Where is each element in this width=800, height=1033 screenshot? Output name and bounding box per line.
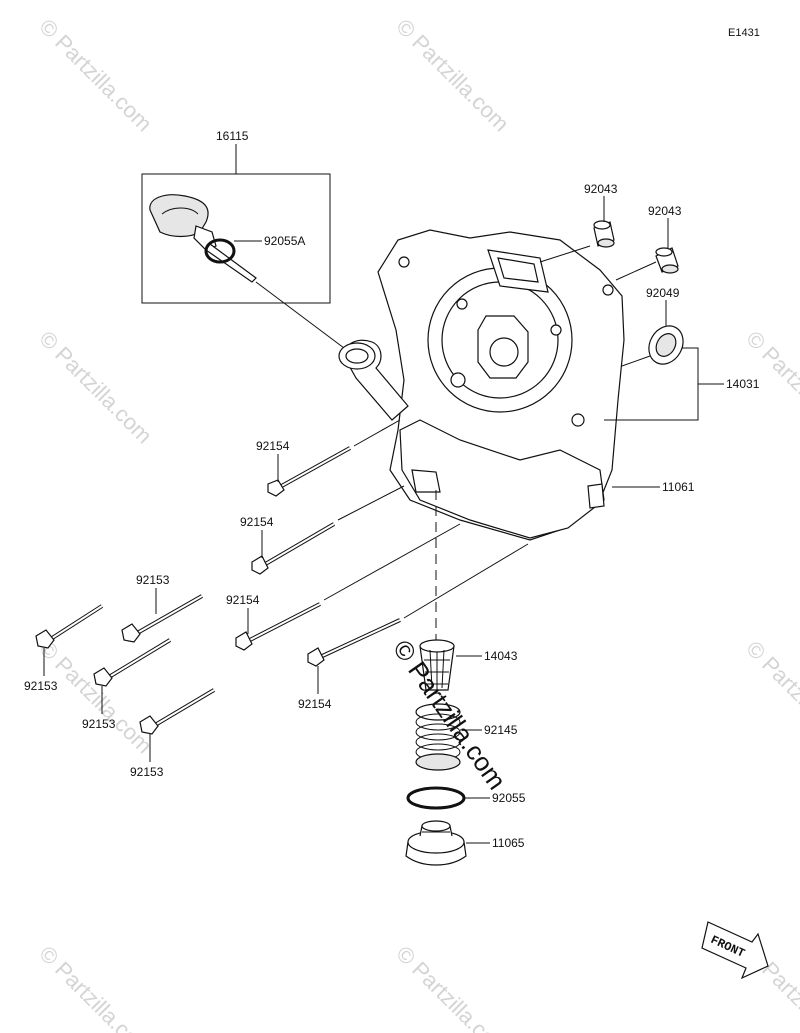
drain-plug[interactable]	[405, 820, 467, 866]
part-label-14031[interactable]: 14031	[726, 377, 760, 391]
part-label-92043-a[interactable]: 92043	[584, 182, 618, 196]
spring[interactable]	[415, 703, 461, 771]
bolt-92154[interactable]	[251, 522, 336, 575]
part-label-92055a[interactable]: 92055A	[264, 234, 305, 248]
dipstick	[205, 243, 257, 283]
oil-seal[interactable]	[642, 320, 690, 371]
part-label-92153-c[interactable]: 92153	[82, 717, 116, 731]
watermark-text: © Partzilla.com	[34, 14, 157, 137]
part-label-16115[interactable]: 16115	[216, 129, 249, 143]
part-label-92049[interactable]: 92049	[646, 286, 680, 300]
bolt-92153[interactable]	[121, 594, 203, 643]
bolt-92154[interactable]	[307, 618, 401, 667]
bolt-92154[interactable]	[267, 446, 351, 497]
oil-filler-cap-assembly: 16115 92055A	[141, 129, 353, 355]
o-ring-92055[interactable]	[406, 786, 466, 810]
diagram-code: E1431	[728, 27, 760, 39]
part-label-92043-b[interactable]: 92043	[648, 204, 682, 218]
watermark-text: © Partzilla.com	[391, 941, 514, 1033]
dowel-pin[interactable]	[593, 220, 615, 248]
part-label-92154-b[interactable]: 92154	[240, 515, 274, 529]
watermark-text: © Partzilla.com	[34, 636, 157, 759]
part-label-92055[interactable]: 92055	[492, 791, 526, 805]
part-label-92154-d[interactable]: 92154	[298, 697, 332, 711]
part-label-92154-c[interactable]: 92154	[226, 593, 260, 607]
watermark-text: © Partzilla.com	[741, 636, 800, 759]
oil-strainer[interactable]	[419, 639, 455, 691]
part-label-92153-d[interactable]: 92153	[130, 765, 164, 779]
oil-filler-cap[interactable]	[149, 194, 209, 238]
part-label-11061[interactable]: 11061	[662, 480, 695, 494]
watermark-group: © Partzilla.com © Partzilla.com © Partzi…	[34, 14, 800, 1033]
front-arrow-icon: FRONT	[701, 921, 769, 980]
part-label-92154-a[interactable]: 92154	[256, 439, 290, 453]
bolt-92153[interactable]	[139, 688, 216, 735]
dowel-pin[interactable]	[655, 247, 679, 274]
watermark-text: © Partzilla.com	[34, 326, 157, 449]
watermark-text: © Partzilla.com	[34, 941, 157, 1033]
bolt-92153[interactable]	[93, 638, 172, 687]
bolt-92154[interactable]	[235, 602, 321, 651]
part-label-92145[interactable]: 92145	[484, 723, 518, 737]
part-label-14043[interactable]: 14043	[484, 649, 518, 663]
part-label-92153-a[interactable]: 92153	[24, 679, 58, 693]
o-ring-92055a[interactable]	[204, 238, 236, 264]
crankcase-cover[interactable]	[338, 229, 625, 541]
part-label-92153-b[interactable]: 92153	[136, 573, 170, 587]
part-label-11065[interactable]: 11065	[492, 836, 525, 850]
bolt-92153[interactable]	[35, 604, 104, 649]
watermark-text: © Partzilla.com	[391, 14, 514, 137]
